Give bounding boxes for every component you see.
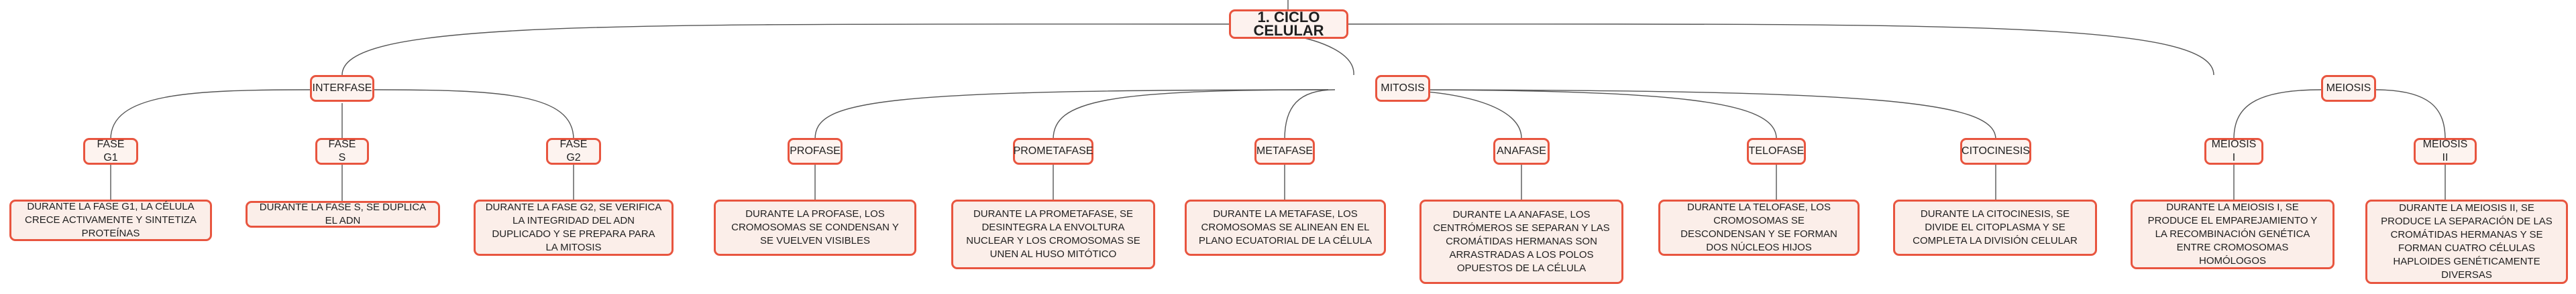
phase-label: METAFASE — [1256, 145, 1313, 157]
desc-text: DURANTE LA MEIOSIS I, SE PRODUCE EL EMPA… — [2147, 202, 2318, 267]
desc-citocinesis: DURANTE LA CITOCINESIS, SE DIVIDE EL CIT… — [1893, 200, 2097, 256]
phase-fase-g1[interactable]: FASE G1 — [83, 138, 138, 165]
phase-anafase[interactable]: ANAFASE — [1493, 138, 1550, 165]
root-node[interactable]: 1. CICLO CELULAR — [1229, 9, 1348, 39]
desc-meiosis-i: DURANTE LA MEIOSIS I, SE PRODUCE EL EMPA… — [2131, 200, 2334, 269]
phase-label: PROFASE — [790, 145, 841, 157]
phase-label: MEIOSIS II — [2422, 139, 2468, 163]
desc-text: DURANTE LA FASE G2, SE VERIFICA LA INTEG… — [485, 202, 662, 253]
desc-text: DURANTE LA PROFASE, LOS CROMOSOMAS SE CO… — [731, 208, 899, 246]
desc-text: DURANTE LA FASE S, SE DUPLICA EL ADN — [259, 202, 427, 226]
phase-label: ANAFASE — [1497, 145, 1546, 157]
phase-citocinesis[interactable]: CITOCINESIS — [1960, 138, 2031, 165]
phase-meiosis-ii[interactable]: MEIOSIS II — [2414, 138, 2477, 165]
phase-label: FASE S — [328, 139, 356, 163]
desc-text: DURANTE LA MEIOSIS II, SE PRODUCE LA SEP… — [2381, 202, 2553, 281]
desc-metafase: DURANTE LA METAFASE, LOS CROMOSOMAS SE A… — [1185, 200, 1386, 256]
phase-label: FASE G2 — [559, 139, 588, 163]
phase-label: PROMETAFASE — [1013, 145, 1093, 157]
desc-text: DURANTE LA FASE G1, LA CÉLULA CRECE ACTI… — [25, 201, 197, 239]
desc-text: DURANTE LA CITOCINESIS, SE DIVIDE EL CIT… — [1913, 208, 2078, 246]
phase-label: CITOCINESIS — [1962, 145, 2030, 157]
branch-meiosis[interactable]: MEIOSIS — [2321, 75, 2376, 102]
desc-fase-g2: DURANTE LA FASE G2, SE VERIFICA LA INTEG… — [474, 200, 674, 256]
phase-meiosis-i[interactable]: MEIOSIS I — [2204, 138, 2263, 165]
phase-fase-g2[interactable]: FASE G2 — [546, 138, 601, 165]
branch-label: INTERFASE — [312, 82, 372, 94]
desc-text: DURANTE LA ANAFASE, LOS CENTRÓMEROS SE S… — [1433, 209, 1610, 274]
phase-fase-s[interactable]: FASE S — [315, 138, 369, 165]
desc-text: DURANTE LA METAFASE, LOS CROMOSOMAS SE A… — [1198, 208, 1373, 246]
phase-telofase[interactable]: TELOFASE — [1747, 138, 1806, 165]
phase-label: MEIOSIS I — [2211, 139, 2257, 163]
desc-prometafase: DURANTE LA PROMETAFASE, SE DESINTEGRA LA… — [951, 200, 1155, 269]
phase-metafase[interactable]: METAFASE — [1254, 138, 1315, 165]
desc-fase-s: DURANTE LA FASE S, SE DUPLICA EL ADN — [246, 201, 440, 228]
phase-profase[interactable]: PROFASE — [788, 138, 843, 165]
desc-meiosis-ii: DURANTE LA MEIOSIS II, SE PRODUCE LA SEP… — [2365, 200, 2568, 284]
desc-text: DURANTE LA TELOFASE, LOS CROMOSOMAS SE D… — [1680, 202, 1837, 253]
desc-fase-g1: DURANTE LA FASE G1, LA CÉLULA CRECE ACTI… — [9, 200, 212, 241]
branch-interfase[interactable]: INTERFASE — [310, 75, 374, 102]
branch-label: MITOSIS — [1381, 82, 1425, 94]
phase-label: TELOFASE — [1748, 145, 1805, 157]
phase-label: FASE G1 — [97, 139, 125, 163]
phase-prometafase[interactable]: PROMETAFASE — [1013, 138, 1093, 165]
desc-telofase: DURANTE LA TELOFASE, LOS CROMOSOMAS SE D… — [1658, 200, 1860, 256]
root-label: 1. CICLO CELULAR — [1253, 9, 1324, 39]
desc-text: DURANTE LA PROMETAFASE, SE DESINTEGRA LA… — [966, 208, 1140, 260]
desc-profase: DURANTE LA PROFASE, LOS CROMOSOMAS SE CO… — [714, 200, 916, 256]
desc-anafase: DURANTE LA ANAFASE, LOS CENTRÓMEROS SE S… — [1419, 200, 1623, 284]
branch-mitosis[interactable]: MITOSIS — [1375, 75, 1430, 102]
branch-label: MEIOSIS — [2326, 82, 2371, 94]
